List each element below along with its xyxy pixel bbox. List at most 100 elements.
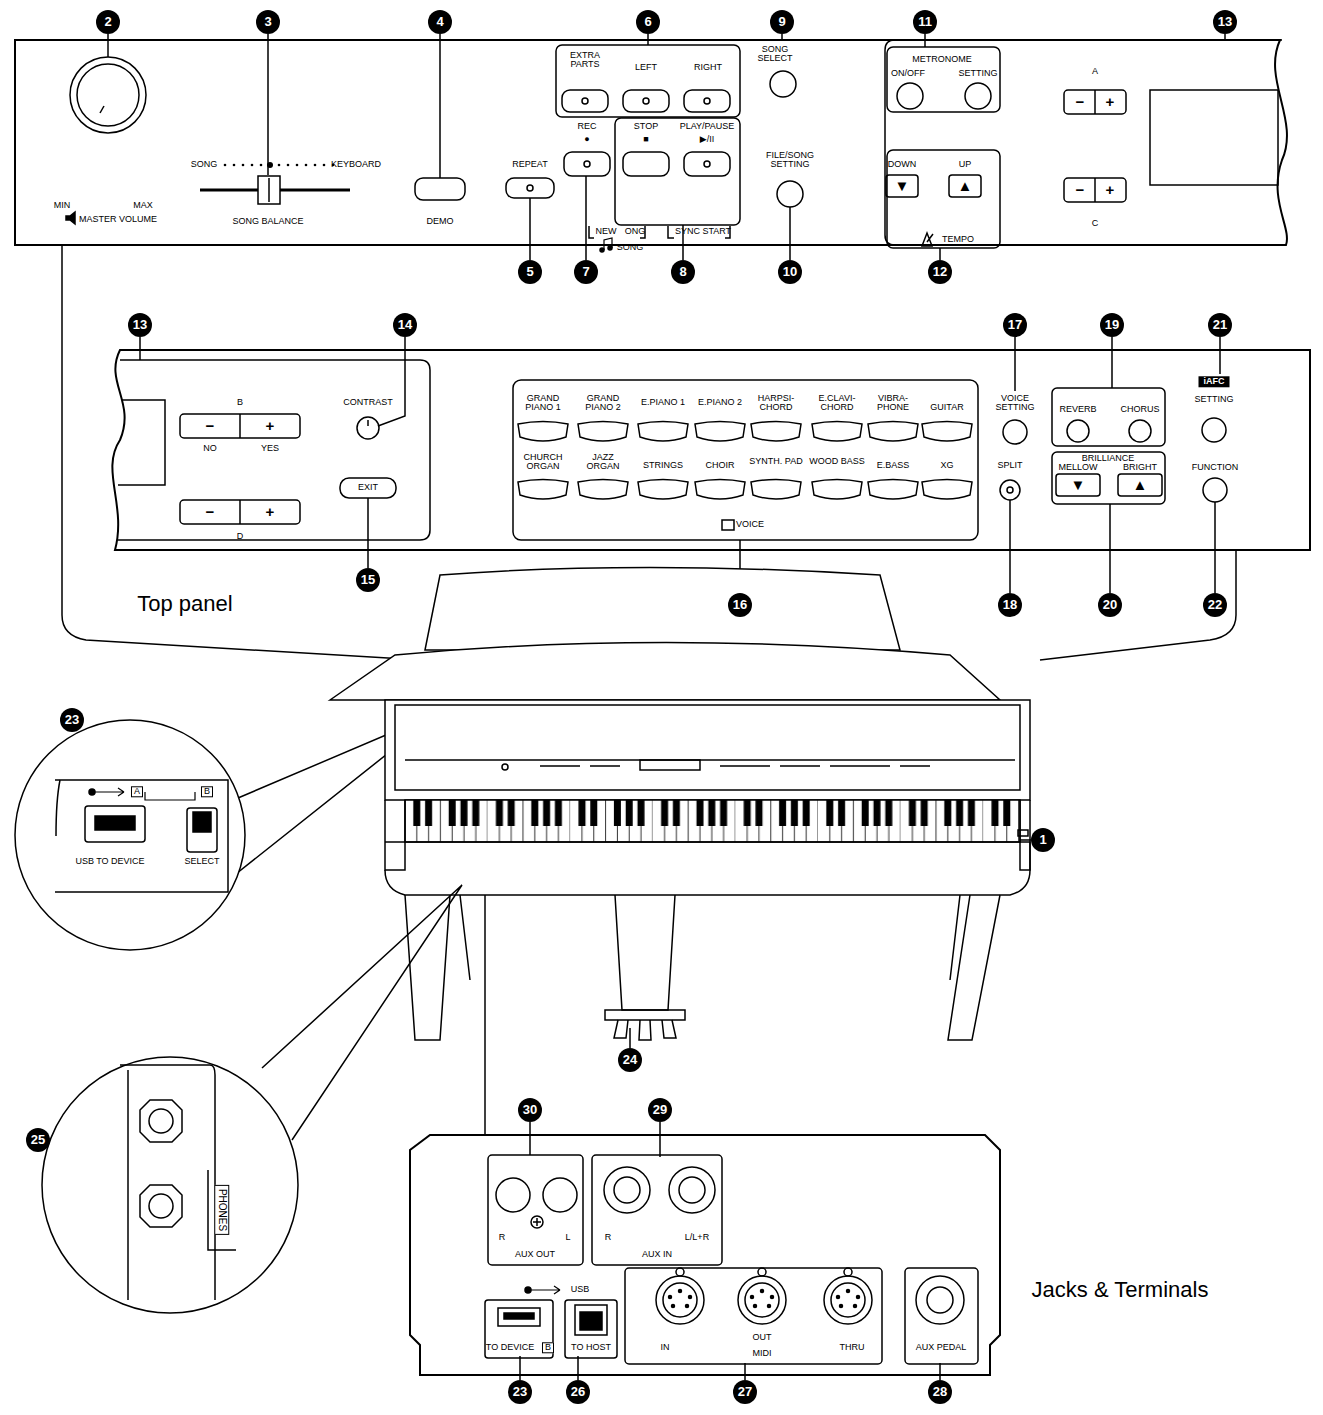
usb-inset bbox=[193, 812, 211, 832]
piano-illustration bbox=[1018, 830, 1028, 836]
panel-label: WOOD BASS bbox=[809, 457, 865, 466]
callout-number: 20 bbox=[1098, 593, 1122, 617]
panel-label: E.BASS bbox=[865, 461, 921, 470]
button-symbol: ▼ bbox=[895, 178, 910, 194]
midi-port bbox=[847, 1290, 850, 1293]
top-panel-left bbox=[258, 176, 280, 204]
top-panel-right bbox=[1056, 474, 1100, 496]
panel-label: IN bbox=[661, 1343, 670, 1352]
callout-number: 30 bbox=[518, 1098, 542, 1122]
top-panel-left bbox=[564, 152, 610, 176]
slider-dots bbox=[287, 164, 290, 167]
panel-label: OUT bbox=[753, 1333, 772, 1342]
top-panel-left bbox=[70, 57, 146, 133]
jack-panel bbox=[679, 1177, 705, 1203]
top-panel-right bbox=[357, 417, 379, 439]
top-panel-left bbox=[885, 40, 1282, 245]
top-panel-left bbox=[949, 175, 981, 197]
callout-number: 23 bbox=[60, 708, 84, 732]
panel-label: STOP bbox=[634, 122, 658, 131]
voice-button bbox=[638, 480, 688, 500]
piano-illustration bbox=[405, 895, 450, 1040]
panel-label: A bbox=[1092, 67, 1098, 76]
midi-port bbox=[837, 1296, 840, 1299]
midi-port bbox=[672, 1305, 675, 1308]
callout-number: 18 bbox=[998, 593, 1022, 617]
top-panel-right bbox=[239, 500, 241, 524]
jack-panel bbox=[498, 1308, 540, 1326]
top-panel-left bbox=[15, 40, 1287, 252]
port-letter: B bbox=[542, 1342, 554, 1353]
callout-number: 8 bbox=[671, 260, 695, 284]
phones-inset bbox=[140, 1100, 182, 1142]
phones-inset bbox=[140, 1185, 182, 1227]
panel-label: NO bbox=[203, 444, 217, 453]
voice-button bbox=[518, 480, 568, 500]
top-panel-left bbox=[615, 118, 740, 225]
panel-label: L bbox=[565, 1233, 570, 1242]
callout-number: 10 bbox=[778, 260, 802, 284]
panel-label: TEMPO bbox=[942, 235, 974, 244]
top-panel-left bbox=[886, 175, 918, 197]
piano-illustration bbox=[330, 568, 1030, 1041]
midi-port bbox=[689, 1296, 692, 1299]
leader-line bbox=[262, 885, 462, 1140]
midi-port bbox=[840, 1305, 843, 1308]
panel-label: FUNCTION bbox=[1192, 463, 1239, 472]
top-panel-right bbox=[180, 414, 300, 438]
panel-label: SYNTH. PAD bbox=[748, 457, 804, 466]
piano-illustration bbox=[614, 1020, 676, 1040]
top-panel-right bbox=[112, 350, 1310, 550]
button-symbol: ▼ bbox=[1071, 477, 1086, 493]
piano-illustration bbox=[385, 800, 1030, 870]
button-symbol: + bbox=[266, 504, 275, 520]
top-panel-right bbox=[1052, 452, 1165, 504]
jack-panel bbox=[543, 1178, 577, 1212]
button-symbol: + bbox=[1106, 182, 1115, 198]
midi-port bbox=[854, 1305, 857, 1308]
usb-inset bbox=[15, 720, 245, 950]
jack-panel bbox=[669, 1167, 715, 1213]
voice-button bbox=[868, 480, 918, 500]
jack-panel bbox=[614, 1177, 640, 1203]
panel-label: E.PIANO 2 bbox=[692, 398, 748, 407]
leader-line bbox=[108, 34, 1225, 178]
jack-panel bbox=[905, 1268, 978, 1364]
panel-label: UP bbox=[959, 160, 972, 169]
panel-label: USB TO DEVICE bbox=[75, 857, 144, 866]
panel-label: THRU bbox=[840, 1343, 865, 1352]
voice-button bbox=[578, 480, 628, 500]
top-panel-left bbox=[584, 161, 590, 167]
jack-panel bbox=[575, 1305, 607, 1335]
top-panel-left bbox=[668, 226, 674, 238]
top-panel-right bbox=[112, 350, 1310, 550]
callout-number: 12 bbox=[928, 260, 952, 284]
slider-dots bbox=[305, 164, 308, 167]
midi-port bbox=[656, 1276, 704, 1324]
usb-inset bbox=[89, 789, 95, 795]
panel-label: GUITAR bbox=[919, 403, 975, 412]
top-panel-left bbox=[506, 178, 554, 198]
top-panel-right bbox=[513, 380, 978, 540]
voice-button bbox=[812, 422, 862, 442]
voice-button bbox=[751, 480, 801, 500]
panel-label: R bbox=[499, 1233, 506, 1242]
button-symbol: ▲ bbox=[1133, 477, 1148, 493]
slider-dots bbox=[233, 164, 236, 167]
jack-panel bbox=[488, 1155, 583, 1265]
voice-button bbox=[578, 422, 628, 442]
panel-label: CHURCH ORGAN bbox=[515, 453, 571, 472]
callout-number: 3 bbox=[256, 10, 280, 34]
callout-number: 26 bbox=[566, 1380, 590, 1404]
top-panel-left bbox=[556, 45, 740, 117]
top-panel-left bbox=[887, 47, 1000, 112]
callout-number: 7 bbox=[574, 260, 598, 284]
top-panel-left bbox=[777, 181, 803, 207]
panel-label: MIDI bbox=[753, 1349, 772, 1358]
phones-inset bbox=[42, 1057, 298, 1313]
jack-label: PHONES bbox=[215, 1185, 230, 1235]
top-panel-left bbox=[704, 161, 710, 167]
slider-dots bbox=[224, 164, 227, 167]
piano-illustration bbox=[640, 760, 700, 770]
button-symbol: − bbox=[206, 504, 215, 520]
